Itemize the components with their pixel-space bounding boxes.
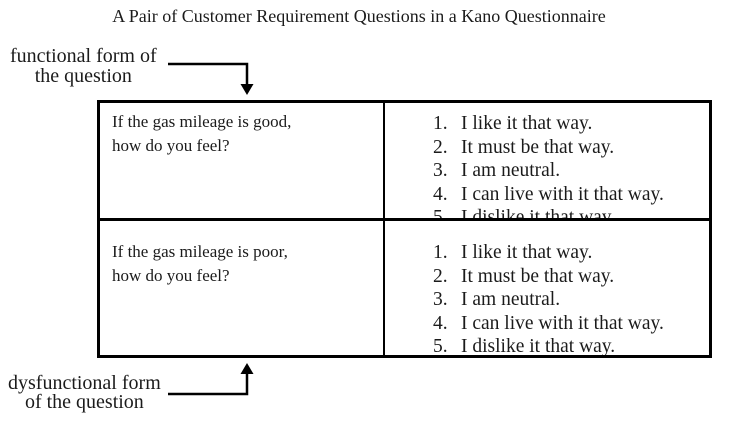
functional-form-label-line1: functional form of	[10, 45, 157, 67]
option-text: I am neutral.	[461, 289, 561, 310]
option-text: I like it that way.	[461, 242, 593, 263]
functional-arrow-icon	[168, 62, 254, 95]
option-number: 1.	[433, 242, 448, 263]
dysfunctional-form-label-line2: of the question	[24, 391, 144, 413]
option-text: I can live with it that way.	[461, 312, 664, 334]
list-item: 3. I am neutral.	[433, 288, 705, 312]
option-number: 3.	[433, 160, 448, 181]
question-text-line2: how do you feel?	[112, 266, 230, 285]
option-number: 2.	[433, 265, 448, 287]
functional-options-cell: 1. I like it that way. 2. It must be tha…	[385, 103, 709, 221]
option-number: 5.	[433, 336, 448, 355]
list-item: 5. I dislike it that way.	[433, 335, 705, 355]
list-item: 4. I can live with it that way.	[433, 312, 705, 336]
question-text-line1: If the gas mileage is poor,	[112, 242, 288, 261]
list-item: 2. It must be that way.	[433, 265, 705, 289]
list-item: 5. I dislike it that way.	[433, 206, 705, 221]
dysfunctional-form-label-line1: dysfunctional form	[8, 372, 161, 394]
option-text: I am neutral.	[461, 160, 561, 181]
functional-form-label: functional form of the question	[10, 46, 157, 86]
option-text: I can live with it that way.	[461, 183, 664, 205]
functional-form-label-line2: the question	[34, 65, 132, 87]
question-text-line1: If the gas mileage is good,	[112, 112, 292, 131]
option-number: 5.	[433, 207, 448, 221]
option-number: 4.	[433, 183, 448, 205]
dysfunctional-arrow-icon	[168, 363, 254, 396]
list-item: 3. I am neutral.	[433, 159, 705, 183]
dysfunctional-options-cell: 1. I like it that way. 2. It must be tha…	[385, 221, 709, 355]
list-item: 4. I can live with it that way.	[433, 183, 705, 207]
functional-question-cell: If the gas mileage is good, how do you f…	[100, 103, 385, 221]
option-number: 3.	[433, 289, 448, 310]
dysfunctional-question-cell: If the gas mileage is poor, how do you f…	[100, 221, 385, 355]
option-number: 2.	[433, 136, 448, 158]
option-number: 1.	[433, 113, 448, 134]
kano-question-table: If the gas mileage is good, how do you f…	[97, 100, 712, 358]
question-text-line2: how do you feel?	[112, 136, 230, 155]
option-text: It must be that way.	[461, 265, 615, 287]
list-item: 1. I like it that way.	[433, 112, 705, 136]
option-text: I dislike it that way.	[461, 207, 616, 221]
option-number: 4.	[433, 312, 448, 334]
option-text: I like it that way.	[461, 113, 593, 134]
figure-title: A Pair of Customer Requirement Questions…	[112, 6, 606, 26]
list-item: 2. It must be that way.	[433, 136, 705, 160]
option-text: It must be that way.	[461, 136, 615, 158]
dysfunctional-form-label: dysfunctional form of the question	[8, 372, 161, 413]
list-item: 1. I like it that way.	[433, 241, 705, 265]
option-text: I dislike it that way.	[461, 336, 616, 355]
